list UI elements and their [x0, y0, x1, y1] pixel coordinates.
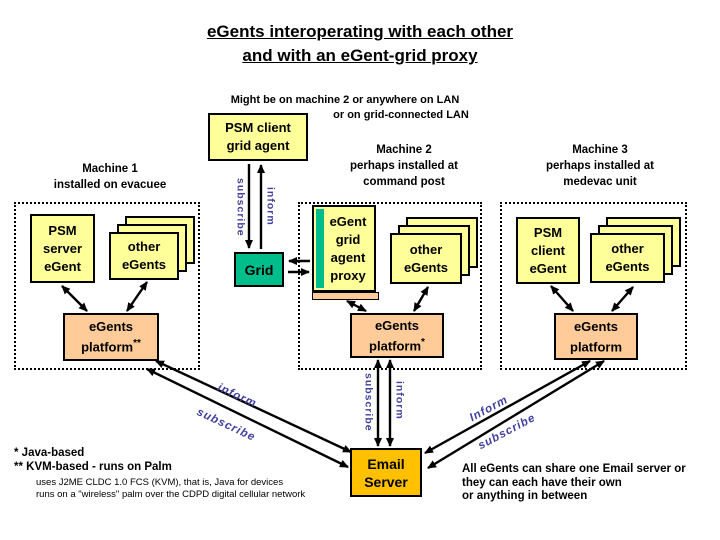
psm-server-egent-line3: eGent [44, 258, 81, 274]
arrow-subscribe-platform1-email [146, 367, 349, 469]
machine3-name: Machine 3 [572, 144, 628, 156]
egents-platform-box-m2: eGents platform* [350, 313, 444, 358]
flow-label-subscribe-agent: subscribe [234, 177, 247, 237]
other-egents-m2-line2: eGents [403, 259, 449, 275]
psm-client-egent-line3: eGent [529, 260, 567, 276]
machine1-desc: installed on evacuee [53, 179, 167, 191]
page-title: eGents interoperating with each other an… [0, 20, 720, 68]
grid-label: Grid [244, 261, 274, 278]
other-egents-m1-line2: eGents [121, 257, 167, 272]
proxy-line3: agent [330, 249, 366, 265]
other-egents-stack-m2: other eGents [390, 217, 478, 284]
egents-platform-m1-marker: ** [133, 338, 141, 350]
email-server-box: Email Server [350, 448, 422, 497]
footnote-kvm-based: ** KVM-based - runs on Palm [14, 461, 172, 473]
psm-server-egent-box: PSM server eGent [30, 214, 95, 283]
other-egents-box-m3: other eGents [590, 233, 665, 283]
email-server-line2: Server [364, 473, 408, 490]
proxy-line4: proxy [330, 267, 366, 283]
footnote-java-based: * Java-based [14, 447, 85, 459]
psm-client-egent-line2: client [531, 242, 565, 258]
other-egents-box-m1: other eGents [109, 232, 179, 280]
egents-platform-box-m3: eGents platform [554, 313, 638, 360]
grid-box: Grid [234, 252, 284, 287]
proxy-line2: grid [335, 231, 361, 247]
machine3-desc1: perhaps installed at [545, 160, 654, 172]
psm-client-egent-line1: PSM [533, 224, 563, 240]
arrow-subscribe-platform3-email [427, 359, 605, 470]
egents-platform-m1-line1: eGents [88, 319, 134, 335]
machine1-label: Machine 1 installed on evacuee [20, 161, 200, 193]
note-might-be-line2: or on grid-connected LAN [333, 109, 469, 121]
other-egents-stack-m1: other eGents [109, 216, 195, 280]
psm-server-egent-line2: server [42, 240, 83, 256]
flow-label-subscribe-m2: subscribe [362, 372, 375, 432]
machine3-desc2: medevac unit [563, 176, 637, 188]
proxy-line1: eGent [329, 213, 367, 229]
machine2-desc1: perhaps installed at [349, 160, 458, 172]
psm-client-egent-box: PSM client eGent [516, 217, 580, 284]
psm-server-egent-line1: PSM [48, 222, 77, 238]
egents-platform-box-m1: eGents platform** [63, 313, 159, 361]
footnote-wireless: runs on a "wireless" palm over the CDPD … [36, 489, 306, 500]
flow-label-inform-m1: inform [215, 381, 259, 411]
psm-client-grid-agent-line2: grid agent [226, 138, 290, 153]
flow-label-inform-m2: inform [393, 380, 406, 420]
footnote-j2me: uses J2ME CLDC 1.0 FCS (KVM), that is, J… [36, 477, 284, 488]
egents-platform-m3-line2: platform [570, 339, 622, 355]
egents-platform-m2-marker: * [421, 336, 425, 348]
psm-client-grid-agent-line1: PSM client [225, 120, 291, 135]
email-server-line1: Email [367, 455, 405, 472]
psm-client-grid-agent-box: PSM client grid agent [208, 113, 308, 161]
email-share-note: All eGents can share one Email server or… [462, 463, 718, 504]
machine2-label: Machine 2 perhaps installed at command p… [314, 142, 494, 190]
other-egents-box-m2: other eGents [390, 233, 462, 284]
other-egents-m2-line1: other [409, 241, 443, 257]
other-egents-m3-line1: other [611, 241, 644, 256]
egents-platform-m2-line1: eGents [374, 317, 420, 333]
proxy-platform-strip [312, 292, 379, 300]
proxy-grid-stripe [316, 209, 324, 288]
other-egents-m3-line2: eGents [605, 259, 650, 274]
egents-platform-m1-line2: platform [81, 339, 134, 355]
email-share-note-line2: they can each have their own [462, 476, 622, 489]
egent-grid-agent-proxy-box: eGent grid agent proxy [312, 205, 376, 292]
egents-platform-m2-line2: platform [369, 338, 422, 354]
machine1-boundary [14, 202, 200, 370]
other-egents-stack-m3: other eGents [590, 217, 681, 283]
flow-label-inform-agent: inform [264, 186, 277, 226]
note-might-be-line1: Might be on machine 2 or anywhere on LAN [230, 94, 460, 106]
page-title-line1: eGents interoperating with each other [206, 22, 514, 41]
machine2-desc2: command post [363, 176, 445, 188]
machine1-name: Machine 1 [82, 163, 138, 175]
email-share-note-line3: or anything in between [462, 490, 588, 502]
machine2-name: Machine 2 [376, 144, 432, 156]
email-share-note-line1: All eGents can share one Email server or [462, 463, 686, 475]
other-egents-m1-line1: other [127, 239, 161, 254]
arrow-inform-platform3-email [424, 359, 591, 455]
page-title-line2: and with an eGent-grid proxy [242, 46, 478, 65]
egents-platform-m3-line1: eGents [573, 318, 619, 334]
machine3-label: Machine 3 perhaps installed at medevac u… [510, 142, 690, 190]
